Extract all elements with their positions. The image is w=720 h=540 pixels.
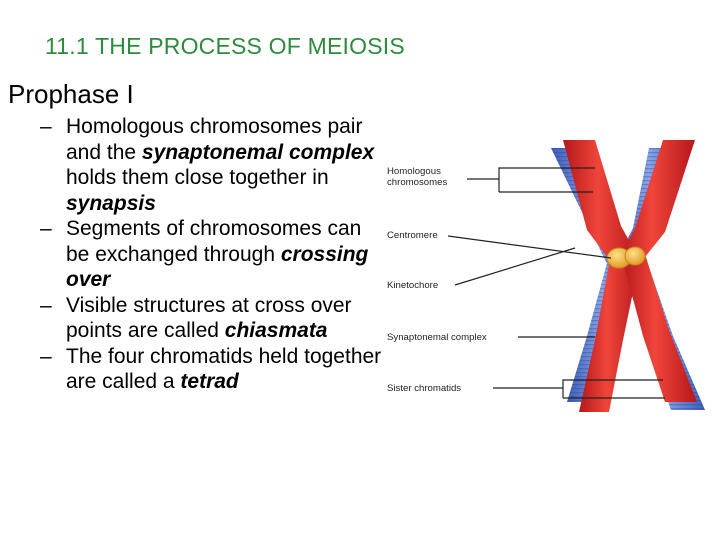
label-synaptonemal-complex: Synaptonemal complex: [387, 332, 487, 343]
bullet-text: Visible structures at cross over points …: [66, 293, 352, 343]
bullet-dash: –: [40, 115, 52, 138]
red-homolog: [563, 140, 697, 412]
label-centromere: Centromere: [387, 230, 438, 241]
bullet-list: – Homologous chromosomes pair and the sy…: [40, 114, 390, 395]
bullet-dash: –: [40, 293, 52, 317]
label-sister-chromatids: Sister chromatids: [387, 383, 462, 394]
bullet-dash: –: [40, 217, 52, 240]
bullet-item: – The four chromatids held together are …: [40, 344, 390, 395]
bullet-item: – Homologous chromosomes pair and the sy…: [40, 114, 390, 216]
label-kinetochore: Kinetochore: [387, 280, 439, 291]
label-homologous-chromosomes: Homologous chromosomes: [387, 166, 448, 188]
pointer-lines: [447, 167, 665, 399]
bullet-text: Segments of chromosomes can be exchanged…: [66, 217, 369, 291]
tetrad-diagram: Homologous chromosomes Centromere Kineto…: [383, 140, 720, 430]
slide-title: 11.1 THE PROCESS OF MEIOSIS: [45, 33, 405, 59]
chromosome-illustration: [447, 140, 705, 412]
section-heading: Prophase I: [8, 79, 134, 109]
bullet-text: Homologous chromosomes pair and the syna…: [66, 115, 375, 215]
bullet-text: The four chromatids held together are ca…: [66, 344, 382, 394]
bullet-item: – Segments of chromosomes can be exchang…: [40, 216, 390, 293]
bullet-item: – Visible structures at cross over point…: [40, 293, 390, 344]
bullet-dash: –: [40, 344, 52, 368]
